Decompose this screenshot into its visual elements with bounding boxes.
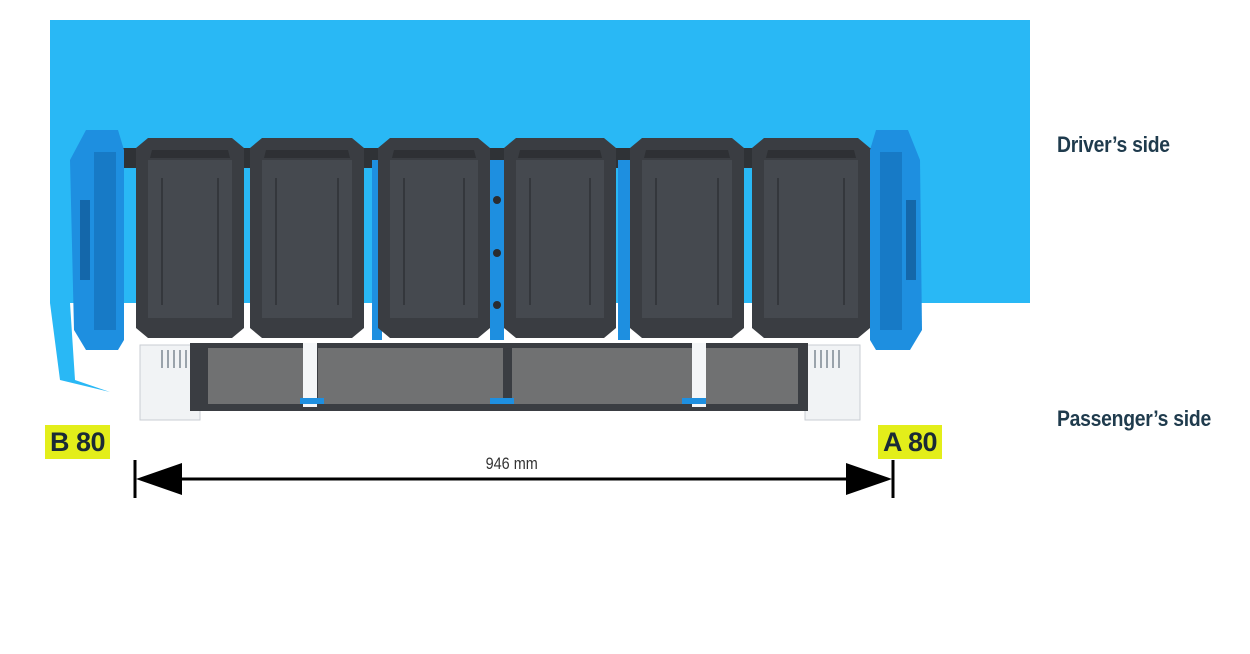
marker-a80: A 80 (878, 425, 943, 459)
drawer-unit (139, 343, 861, 421)
drivers-side-label: Driver’s side (1057, 132, 1170, 157)
drawer (208, 348, 303, 404)
dimension-label: 946 mm (485, 454, 538, 473)
right-end-bracket (870, 130, 922, 350)
arrowhead-left (136, 463, 182, 495)
left-end-bracket (70, 130, 124, 350)
arrowhead-right (846, 463, 892, 495)
storage-bin (630, 138, 744, 338)
passengers-side-label: Passenger’s side (1057, 406, 1211, 431)
drawer (512, 348, 692, 404)
storage-bin (504, 138, 616, 338)
drawer (318, 348, 503, 404)
storage-bin (378, 138, 490, 338)
vehicle-floor-edge (50, 303, 110, 392)
dimension-line (133, 460, 895, 498)
storage-bin (752, 138, 870, 338)
marker-b80: B 80 (45, 425, 111, 459)
storage-bin (250, 138, 364, 338)
drawer (706, 348, 798, 404)
storage-bin (136, 138, 244, 338)
